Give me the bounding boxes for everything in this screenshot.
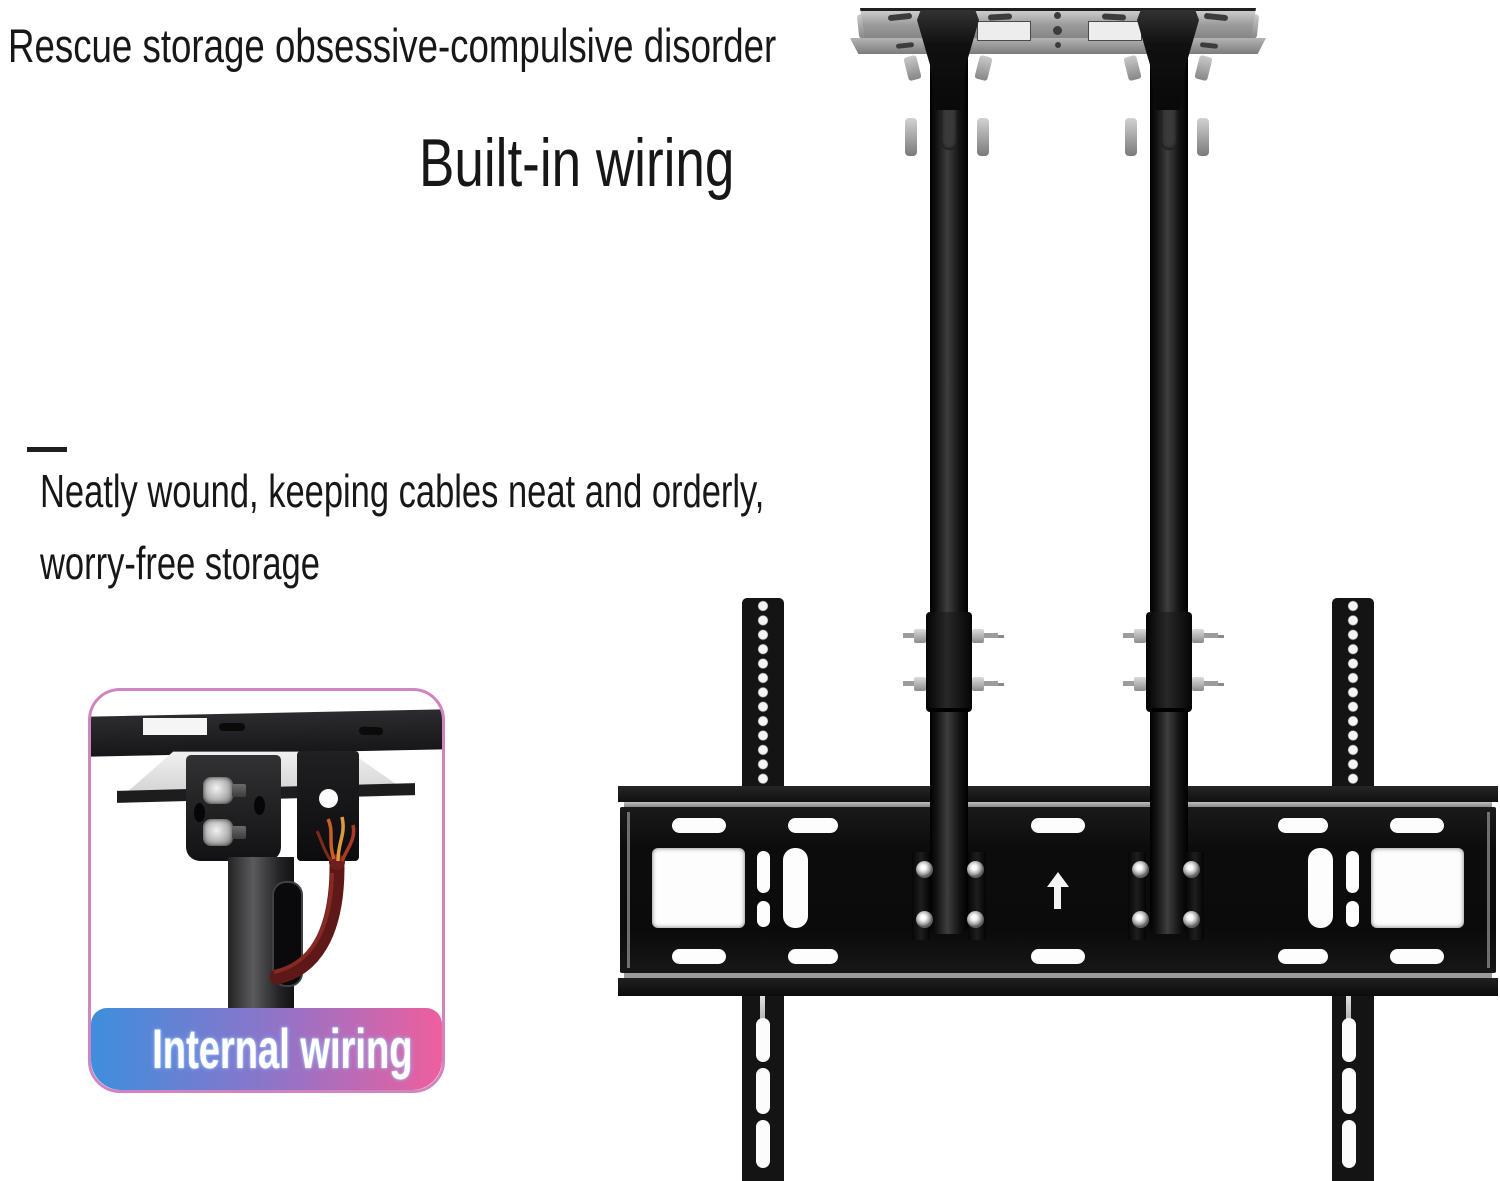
plate-top-highlight bbox=[624, 802, 1492, 807]
mount-screw bbox=[916, 861, 933, 878]
clamp-screw bbox=[972, 629, 1004, 643]
clamp-screw bbox=[1192, 677, 1224, 691]
inset-caption-band: Internal wiring bbox=[91, 1008, 442, 1090]
plate-oval-slot bbox=[1031, 949, 1085, 964]
clamp-screw bbox=[903, 629, 926, 643]
plate-vertical-slot bbox=[1346, 851, 1359, 893]
clamp-screw bbox=[1192, 629, 1224, 643]
plate-bottom-flange bbox=[618, 978, 1498, 996]
clamp-screw bbox=[903, 677, 926, 691]
rail-bolt-left bbox=[760, 990, 765, 1036]
mount-screw bbox=[967, 861, 984, 878]
up-arrow-icon-shaft bbox=[1054, 887, 1061, 909]
pivot-knob bbox=[1123, 54, 1142, 82]
pivot-screw-plate bbox=[905, 118, 917, 156]
rail-slot bbox=[756, 1068, 770, 1114]
pole-clamp-left bbox=[926, 612, 972, 712]
plate-bottom-highlight bbox=[624, 973, 1492, 978]
mount-screw bbox=[916, 911, 933, 928]
inset-caption-text: Internal wiring bbox=[152, 1017, 413, 1080]
ceiling-plate-hole bbox=[1055, 42, 1061, 48]
clamp-screw bbox=[1123, 677, 1146, 691]
plate-vertical-slot bbox=[757, 851, 770, 893]
plate-oval-slot bbox=[788, 818, 838, 833]
pivot-screw-plate bbox=[977, 118, 989, 156]
mount-screw bbox=[1183, 861, 1200, 878]
plate-oval-slot bbox=[1390, 949, 1444, 964]
plate-oval-slot bbox=[672, 949, 726, 964]
inset-bracket-hole bbox=[254, 796, 265, 815]
mount-screw bbox=[967, 911, 984, 928]
plate-square-cutout bbox=[652, 848, 745, 928]
headline-text: Rescue storage obsessive-compulsive diso… bbox=[8, 19, 777, 72]
body-text-line1: Neatly wound, keeping cables neat and or… bbox=[40, 465, 765, 517]
plate-end-seam bbox=[1487, 812, 1490, 968]
clamp-screw bbox=[1123, 629, 1146, 643]
mount-pole-right bbox=[1150, 46, 1188, 934]
dash-mark bbox=[27, 447, 67, 452]
inset-hex-screw bbox=[203, 819, 246, 846]
pole-clamp-right bbox=[1146, 612, 1192, 712]
mount-screw bbox=[1183, 911, 1200, 928]
pivot-screw-plate bbox=[1197, 118, 1209, 156]
plate-end-seam bbox=[627, 812, 630, 968]
plate-vertical-slot bbox=[1346, 901, 1359, 927]
inset-red-cable bbox=[269, 816, 356, 985]
plate-vertical-slot bbox=[757, 901, 770, 927]
rail-slot bbox=[756, 1018, 770, 1062]
rail-slot bbox=[756, 1120, 770, 1168]
ceiling-plate-hole bbox=[1053, 26, 1062, 35]
rail-slot bbox=[1342, 1018, 1356, 1062]
plate-top-flange bbox=[618, 786, 1498, 802]
clamp-screw bbox=[972, 677, 1004, 691]
up-arrow-icon bbox=[1047, 872, 1069, 887]
inset-bracket-hole-round bbox=[319, 789, 338, 808]
rail-slot bbox=[1342, 1120, 1356, 1168]
ceiling-plate-hole bbox=[1054, 12, 1061, 19]
ceiling-plate-slot bbox=[1101, 13, 1127, 21]
inset-plate-opening bbox=[143, 718, 207, 735]
pivot-knob bbox=[1194, 54, 1213, 82]
inset-bracket-hole bbox=[194, 803, 205, 822]
rail-slot bbox=[1342, 1068, 1356, 1114]
feature-title: Built-in wiring bbox=[419, 125, 735, 201]
rail-bolt-right bbox=[1346, 990, 1351, 1036]
plate-vertical-slot-wide bbox=[1308, 848, 1333, 928]
mount-screw bbox=[1132, 861, 1149, 878]
vesa-rail-right-upper bbox=[1332, 598, 1374, 808]
plate-oval-slot bbox=[1031, 818, 1085, 833]
inset-hex-screw bbox=[203, 777, 246, 804]
plate-oval-slot bbox=[1278, 818, 1328, 833]
vesa-rail-left-upper bbox=[742, 598, 784, 808]
plate-oval-slot bbox=[1278, 949, 1328, 964]
ceiling-plate-cutout bbox=[977, 21, 1031, 41]
ceiling-plate-slot bbox=[987, 13, 1013, 21]
body-text-line2: worry-free storage bbox=[40, 537, 320, 589]
inset-card: Internal wiring bbox=[88, 688, 445, 1093]
plate-oval-slot bbox=[672, 818, 726, 833]
mount-pole-left bbox=[930, 46, 968, 934]
pivot-bracket-right bbox=[1137, 10, 1199, 110]
inset-plate-slot bbox=[219, 723, 245, 731]
mount-screw bbox=[1132, 911, 1149, 928]
pivot-screw-plate bbox=[1125, 118, 1137, 156]
plate-oval-slot bbox=[1390, 818, 1444, 833]
plate-square-cutout bbox=[1371, 848, 1464, 928]
plate-vertical-slot-wide bbox=[783, 848, 808, 928]
plate-oval-slot bbox=[788, 949, 838, 964]
ceiling-plate-cutout bbox=[1088, 21, 1142, 41]
